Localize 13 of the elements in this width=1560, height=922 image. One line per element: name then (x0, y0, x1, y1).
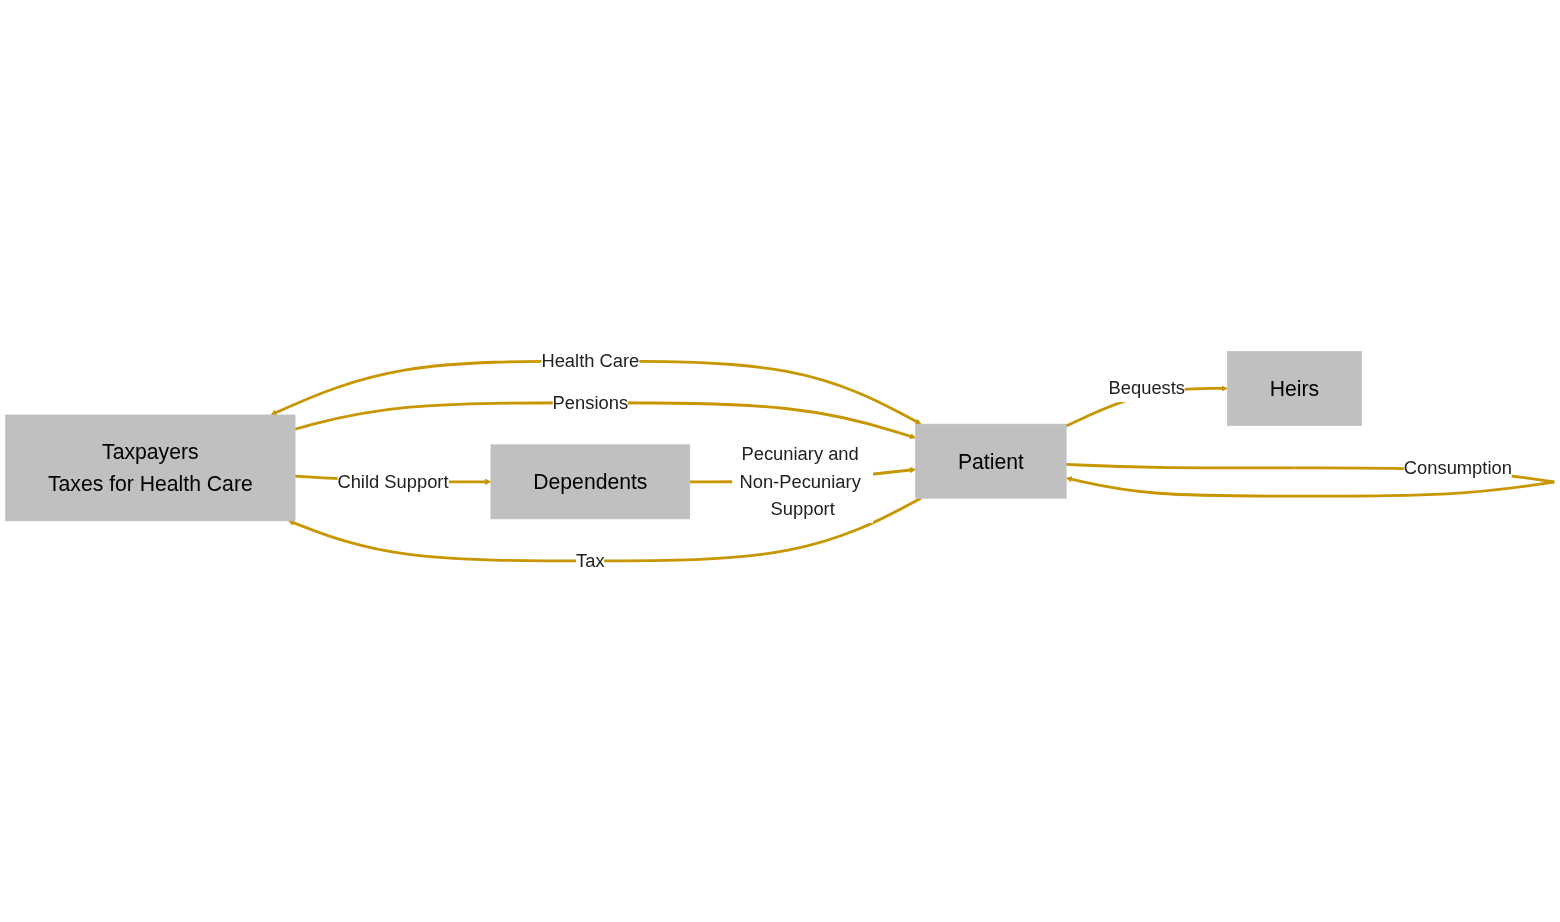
node-box: Taxpayers Taxes for Health Care (5, 414, 296, 522)
edge-label: Child Support (337, 470, 449, 493)
arrow (270, 359, 922, 425)
node-box: Heirs (1227, 351, 1362, 426)
edge-label: Health Care (541, 350, 640, 372)
edge-label: Bequests (1108, 377, 1186, 399)
arrow (288, 497, 922, 563)
node-box: Dependents (490, 444, 691, 520)
node-box: Patient (915, 423, 1067, 499)
edge-label: Consumption (1403, 456, 1512, 479)
edge-label: Pensions (552, 391, 629, 414)
edge-label: Pecuniary and Non-Pecuniary Support (739, 443, 861, 520)
edge-label: Tax (576, 549, 605, 572)
